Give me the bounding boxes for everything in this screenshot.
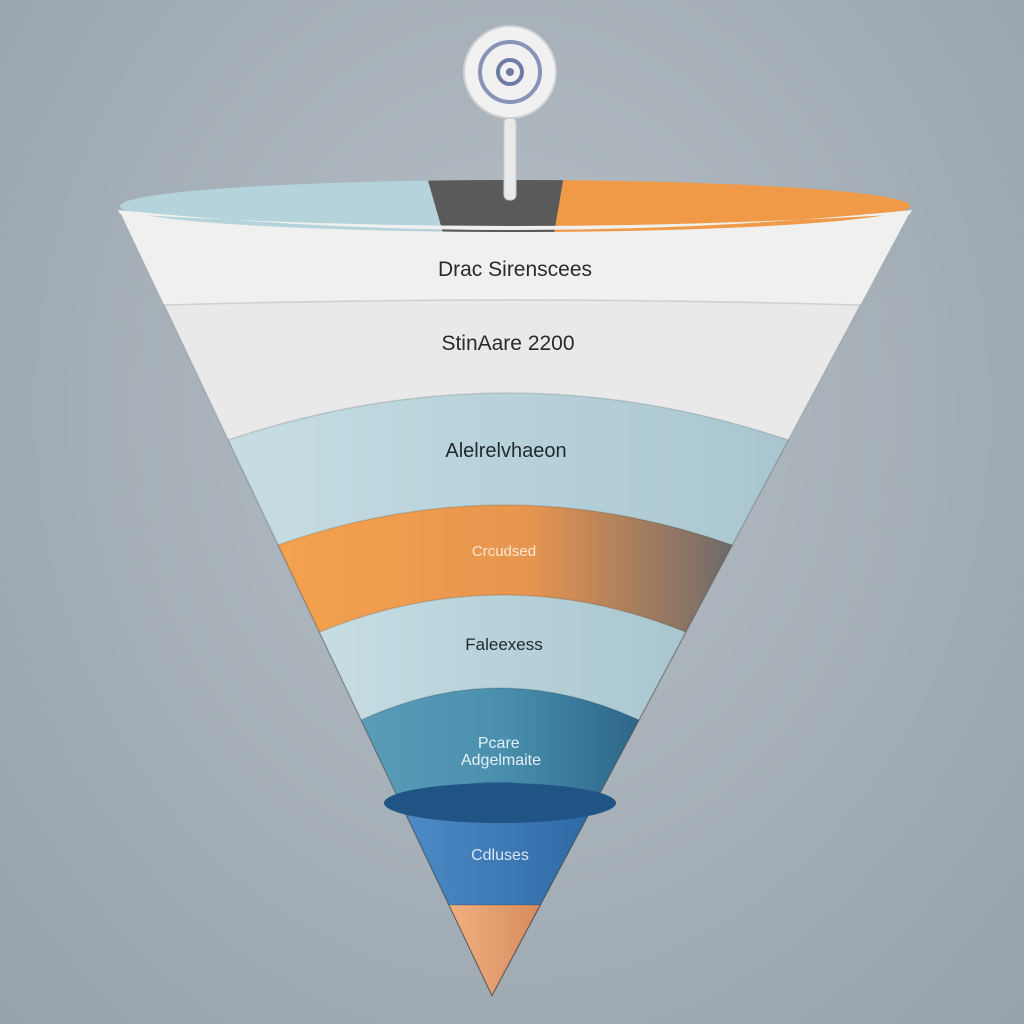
rim-lip [118,210,912,230]
rim-segment-2 [425,180,565,232]
funnel-stage-7-opening [384,783,616,823]
stage-label-7: Cdluses [471,847,529,864]
stage-label-6: Pcare Adgelmaite [461,735,541,769]
pin-stick [503,117,517,201]
target-center-icon [506,68,514,76]
target-pin [463,25,557,201]
stage-label-3: Alelrelvhaeon [445,440,566,462]
stage-label-2: StinAare 2200 [441,332,574,355]
funnel-stage-8 [447,904,542,997]
stage-label-6-line-1: Pcare [478,735,520,752]
target-ring-icon [478,40,542,104]
stage-label-5: Faleexess [465,635,542,654]
stage-label-6-line-2: Adgelmaite [461,752,541,769]
stage-label-4: Crcudsed [472,543,536,560]
stage-label-1: Drac Sirenscees [438,258,592,281]
target-inner-ring-icon [496,58,524,86]
